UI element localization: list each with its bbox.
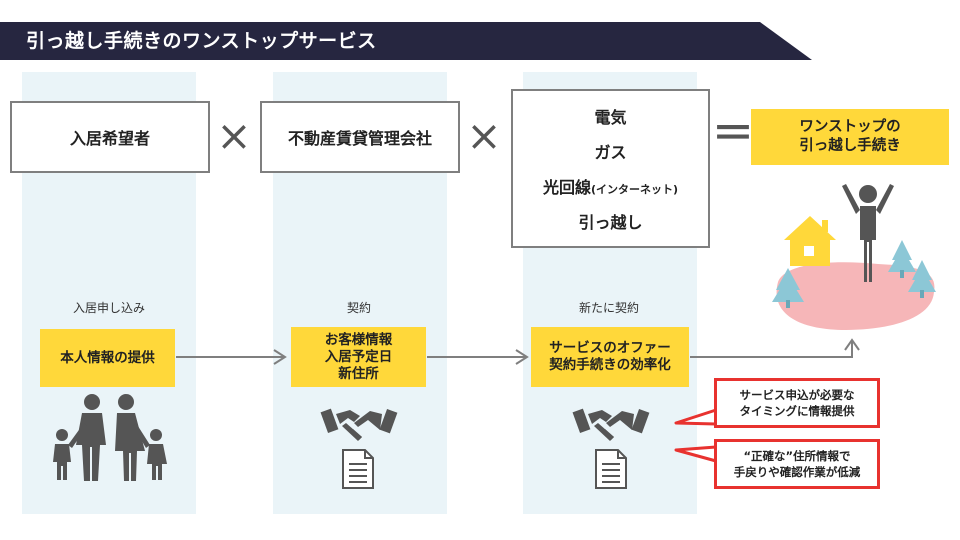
- callout-1-line-1: サービス申込が必要な: [739, 388, 855, 402]
- family-icon: [53, 394, 167, 481]
- service-electricity: 電気: [594, 108, 627, 128]
- one-stop-result-box: ワンストップの 引っ越し手続き: [751, 109, 949, 165]
- document-icon-2: [595, 449, 627, 489]
- tree-icon: [772, 240, 936, 308]
- house-icon: [784, 216, 836, 266]
- service-offer-box: サービスのオファー 契約手続きの効率化: [531, 327, 689, 387]
- step-label-new-contract: 新たに契約: [578, 301, 639, 315]
- result-line-1: ワンストップの: [799, 119, 901, 135]
- arrow-3-head: [844, 338, 860, 351]
- result-line-2: 引っ越し手続き: [799, 138, 901, 154]
- callout-accurate-address: “正確な”住所情報で 手戻りや確認作業が低減: [714, 439, 880, 489]
- equals-operator: ＝: [712, 109, 755, 158]
- person-cheering-icon: [842, 184, 894, 282]
- service-offer-line-1: サービスのオファー: [549, 340, 671, 356]
- title-bar: [0, 22, 812, 60]
- callout-1-line-2: タイミングに情報提供: [739, 404, 855, 418]
- service-fiber: 光回線(インターネット): [543, 174, 678, 198]
- arrow-3-shaft: [690, 340, 853, 358]
- service-fiber-note: (インターネット): [590, 182, 679, 196]
- happy-home-illustration: [772, 184, 936, 330]
- document-icon: [342, 449, 374, 489]
- handshake-icon: [320, 408, 398, 441]
- customer-info-line-1: お客様情報: [324, 331, 393, 348]
- service-moving: 引っ越し: [578, 212, 643, 232]
- arrow-1-head: [273, 349, 287, 365]
- handshake-icon-2: [572, 408, 650, 441]
- times-operator-2: ×: [466, 111, 502, 160]
- services-box: 電気 ガス 光回線(インターネット) 引っ越し: [511, 89, 710, 248]
- callout-2-line-2: 手戻りや確認作業が低減: [733, 465, 861, 479]
- applicant-box: 入居希望者: [10, 101, 210, 173]
- times-operator: ×: [216, 111, 252, 160]
- service-gas: ガス: [594, 143, 627, 163]
- page-title: 引っ越し手続きのワンストップサービス: [26, 30, 377, 52]
- island-shape: [776, 262, 935, 330]
- customer-info-line-3: 新住所: [338, 365, 379, 382]
- step-label-application: 入居申し込み: [72, 301, 145, 315]
- management-company-box: 不動産賃貸管理会社: [260, 101, 460, 173]
- service-fiber-label: 光回線: [542, 177, 591, 197]
- provide-personal-info-box: 本人情報の提供: [40, 329, 175, 387]
- arrow-2-head: [515, 349, 529, 365]
- service-offer-line-2: 契約手続きの効率化: [549, 357, 671, 373]
- customer-info-line-2: 入居予定日: [324, 348, 393, 365]
- provide-personal-info-label: 本人情報の提供: [60, 349, 155, 366]
- step-label-contract: 契約: [346, 301, 371, 315]
- callout-timely-info: サービス申込が必要な タイミングに情報提供: [714, 378, 880, 428]
- callout-2-line-1: “正確な”住所情報で: [743, 449, 851, 463]
- customer-info-box: お客様情報 入居予定日 新住所: [291, 327, 426, 387]
